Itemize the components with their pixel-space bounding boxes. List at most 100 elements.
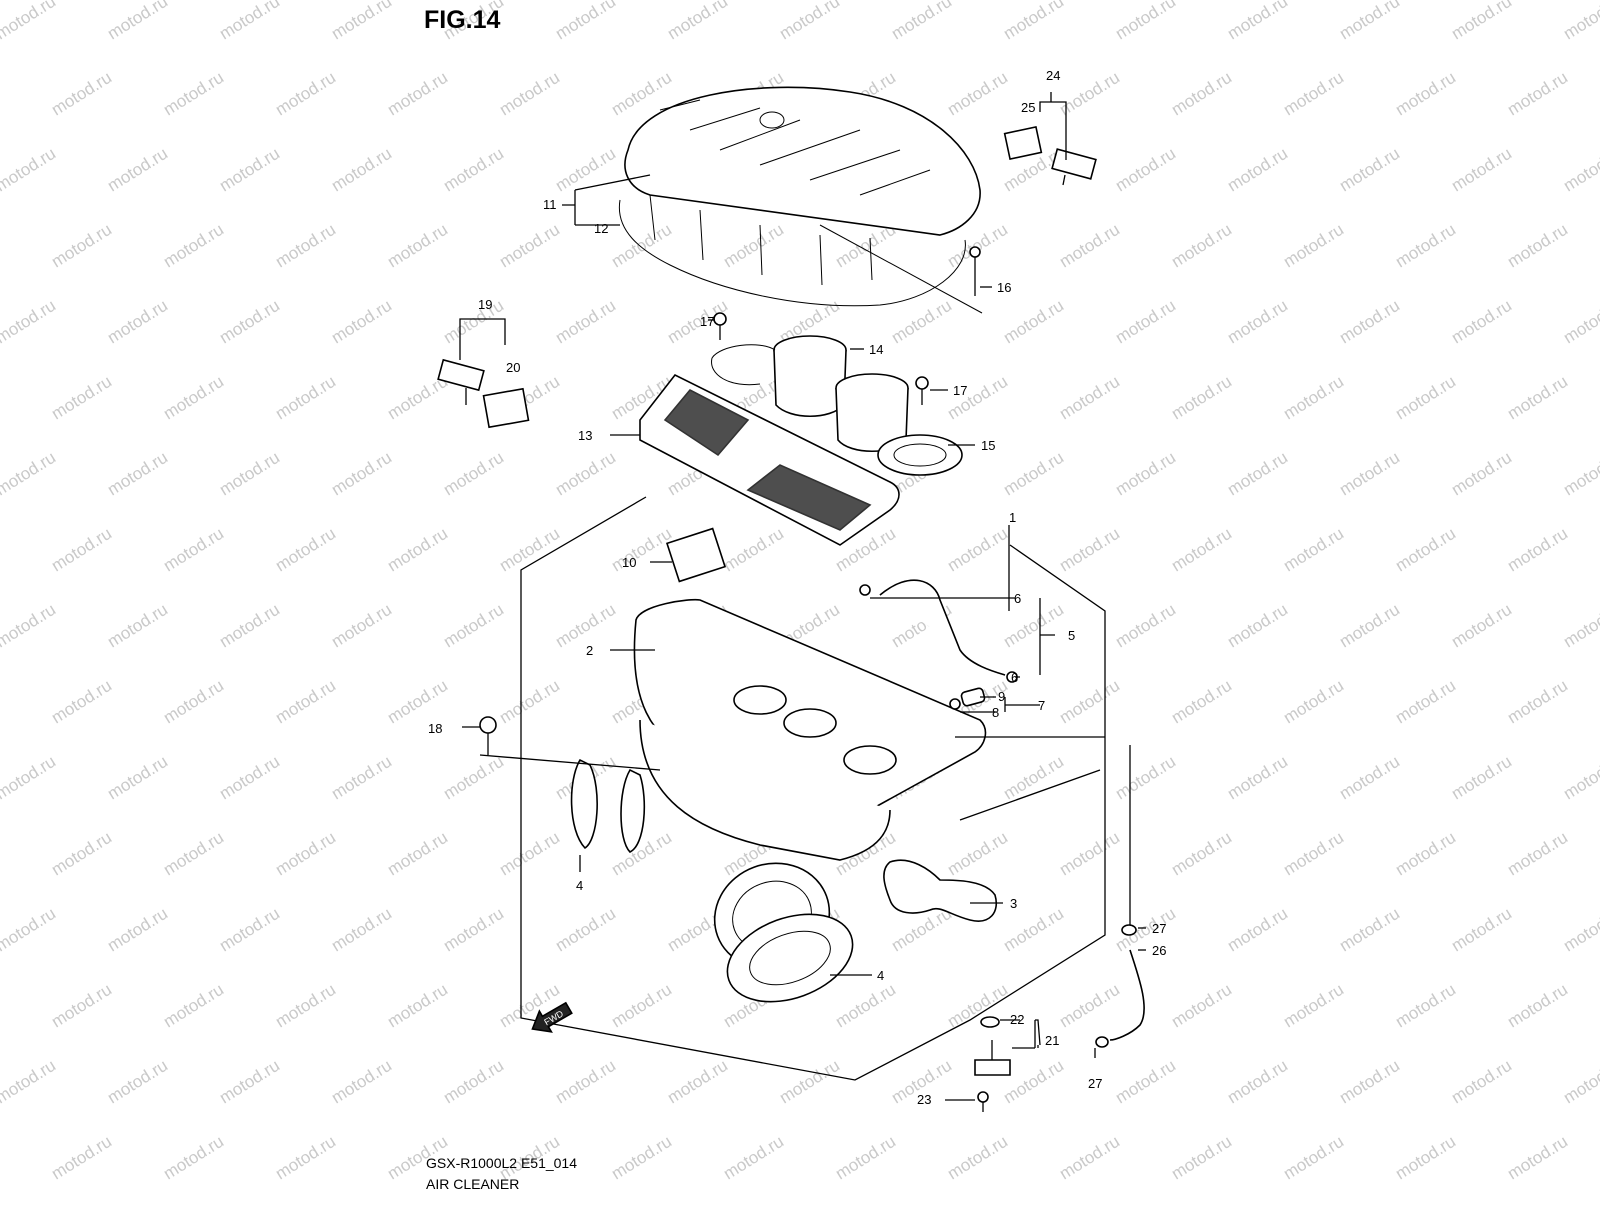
watermark-text: motod.ru [1000, 448, 1067, 500]
watermark-text: motod.ru [0, 600, 59, 652]
watermark-text: motod.ru [328, 448, 395, 500]
clamp-6-upper [859, 584, 871, 596]
watermark-text: motod.ru [832, 980, 899, 1032]
watermark-text: motod.ru [1448, 144, 1515, 196]
callout-17-lower: 17 [953, 383, 967, 398]
watermark-text: motod.ru [0, 980, 3, 1032]
watermark-text: motod.ru [328, 296, 395, 348]
watermark-text: motod.ru [1168, 1132, 1235, 1184]
callout-8: 8 [992, 705, 999, 720]
watermark-text: motod.ru [272, 980, 339, 1032]
watermark-text: motod.ru [608, 980, 675, 1032]
watermark-text: motod.ru [104, 448, 171, 500]
callout-14: 14 [869, 342, 883, 357]
watermark-text: motod.ru [944, 828, 1011, 880]
watermark-text: motod.ru [1560, 448, 1600, 500]
watermark-text: motod.ru [0, 524, 3, 576]
watermark-text: motod.ru [384, 220, 451, 272]
watermark-text: motod.ru [608, 524, 675, 576]
watermark-text: motod.ru [1112, 0, 1179, 43]
watermark-text: motod.ru [888, 296, 955, 348]
air-cleaner-box [633, 598, 987, 970]
air-filter-element [639, 373, 900, 546]
watermark-text: motod.ru [888, 0, 955, 43]
watermark-text: motod.ru [1448, 296, 1515, 348]
watermark-text: motod.ru [440, 752, 507, 804]
watermark-text: motod.ru [1392, 1132, 1459, 1184]
watermark-text: motod.ru [608, 1132, 675, 1184]
watermark-text: motod.ru [944, 68, 1011, 120]
screw-16 [969, 246, 981, 296]
watermark-text: motod.ru [328, 904, 395, 956]
watermark-text: motod.ru [328, 600, 395, 652]
watermark-text: motod.ru [1224, 0, 1291, 43]
intake-air-temp-sensor-24 [1051, 148, 1097, 186]
watermark-text: motod.ru [160, 68, 227, 120]
watermark-text: motod.ru [1336, 1056, 1403, 1108]
watermark-text: motod.ru [1168, 828, 1235, 880]
watermark-text: motod.ru [1224, 448, 1291, 500]
seal-4-side [570, 758, 646, 853]
watermark-text: motod.ru [1448, 600, 1515, 652]
watermark-text: motod.ru [776, 1056, 843, 1108]
watermark-text: motod.ru [1392, 372, 1459, 424]
sensor-connector-25 [1003, 126, 1043, 160]
watermark-text: motod.ru [1336, 600, 1403, 652]
watermark-text: motod.ru [1280, 676, 1347, 728]
watermark-text: motod.ru [720, 220, 787, 272]
watermark-text: motod.ru [1504, 676, 1571, 728]
watermark-text: motod.ru [160, 676, 227, 728]
callout-21: 21 [1045, 1033, 1059, 1048]
watermark-text: motod.ru [1112, 448, 1179, 500]
callout-26: 26 [1152, 943, 1166, 958]
callout-1: 1 [1009, 510, 1016, 525]
watermark-text: motod.ru [272, 68, 339, 120]
watermark-text: motod.ru [720, 1132, 787, 1184]
air-cleaner-cap [624, 86, 981, 286]
watermark-text: motod.ru [496, 68, 563, 120]
watermark-text: motod.ru [328, 0, 395, 43]
watermark-text: motod.ru [104, 752, 171, 804]
watermark-text: motod.ru [104, 904, 171, 956]
watermark-text: motod.ru [104, 144, 171, 196]
watermark-text: motod.ru [1224, 1056, 1291, 1108]
watermark-text: motod.ru [496, 676, 563, 728]
watermark-text: motod.ru [1448, 752, 1515, 804]
watermark-text: motod.ru [48, 676, 115, 728]
watermark-text: motod.ru [1504, 372, 1571, 424]
watermark-text: motod.ru [0, 0, 59, 43]
hose-5-core [879, 579, 1006, 676]
callout-9: 9 [998, 689, 1005, 704]
clamp-27-upper [1121, 924, 1137, 936]
watermark-text: motod.ru [0, 220, 3, 272]
watermark-text: motod.ru [328, 752, 395, 804]
watermark-text: motod.ru [1168, 372, 1235, 424]
watermark-text: motod.ru [384, 980, 451, 1032]
watermark-text: motod.ru [552, 904, 619, 956]
watermark-text: motod.ru [1056, 1132, 1123, 1184]
callout-10: 10 [622, 555, 636, 570]
seal-4-lower [726, 913, 854, 1003]
watermark-text: motod.ru [776, 0, 843, 43]
callout-4-lower: 4 [877, 968, 884, 983]
watermark-text: motod.ru [1280, 828, 1347, 880]
callout-2: 2 [586, 643, 593, 658]
intake-funnel-15 [835, 373, 963, 476]
watermark-text: motod.ru [1056, 828, 1123, 880]
watermark-text: motod.ru [440, 1056, 507, 1108]
watermark-text: motod.ru [440, 904, 507, 956]
figure-name: AIR CLEANER [426, 1176, 520, 1192]
air-cleaner-cap-seal [618, 199, 966, 307]
watermark-text: motod.ru [1560, 1056, 1600, 1108]
watermark-text: motod.ru [160, 220, 227, 272]
watermark-text: motod.ru [664, 0, 731, 43]
callout-25: 25 [1021, 100, 1035, 115]
watermark-text: motod.ru [216, 448, 283, 500]
callout-3: 3 [1010, 896, 1017, 911]
watermark-text: motod.ru [1504, 524, 1571, 576]
callout-22: 22 [1010, 1012, 1024, 1027]
watermark-text: motod.ru [440, 600, 507, 652]
watermark-text: motod.ru [552, 1056, 619, 1108]
watermark-text: motod.ru [272, 828, 339, 880]
watermark-text: motod.ru [0, 144, 59, 196]
